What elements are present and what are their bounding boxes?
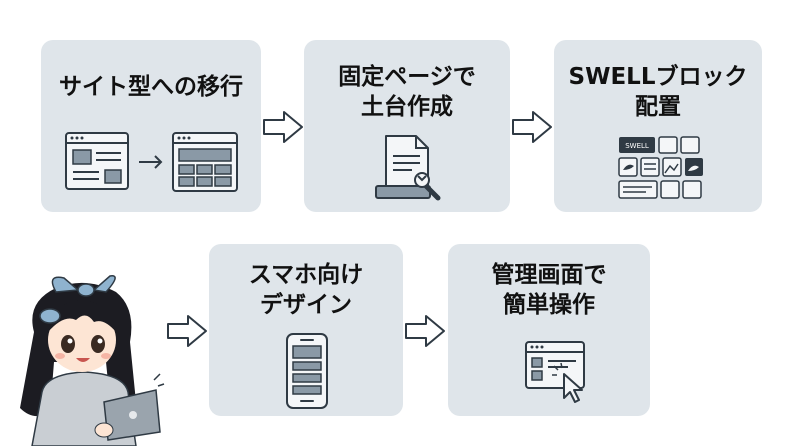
step-card-fixed-page: 固定ページで 土台作成 xyxy=(304,40,510,212)
cursor-icon xyxy=(552,362,583,403)
character-illustration xyxy=(6,262,166,446)
step-card-smartphone: スマホ向け デザイン xyxy=(209,244,403,416)
flow-arrow-1 xyxy=(262,110,304,144)
swell-logo-text: SWELL xyxy=(625,142,649,150)
step-title: スマホ向け デザイン xyxy=(248,262,364,318)
step-title: 管理画面で 簡単操作 xyxy=(491,262,607,318)
step-title: 固定ページで 土台作成 xyxy=(338,64,476,120)
document-wrench-illustration xyxy=(372,134,448,202)
flow-arrow-3 xyxy=(166,314,208,348)
step-title: SWELLブロック 配置 xyxy=(568,64,748,120)
smartphone-icon xyxy=(285,332,329,410)
browser-icon xyxy=(65,132,129,190)
arrow-right-icon xyxy=(139,155,163,169)
step-title: サイト型への移行 xyxy=(59,74,243,100)
step-card-admin: 管理画面で 簡単操作 xyxy=(448,244,650,416)
flow-arrow-2 xyxy=(511,110,553,144)
flow-arrow-4 xyxy=(404,314,446,348)
step-card-swell-blocks: SWELLブロック 配置 SWELL xyxy=(554,40,762,212)
swell-grid-icon: SWELL xyxy=(618,136,704,200)
browser-grid-icon xyxy=(172,132,238,192)
admin-browser-illustration xyxy=(524,340,594,404)
site-migration-illustration xyxy=(63,130,241,198)
wrench-icon xyxy=(414,172,441,201)
step-card-site-type: サイト型への移行 xyxy=(41,40,261,212)
